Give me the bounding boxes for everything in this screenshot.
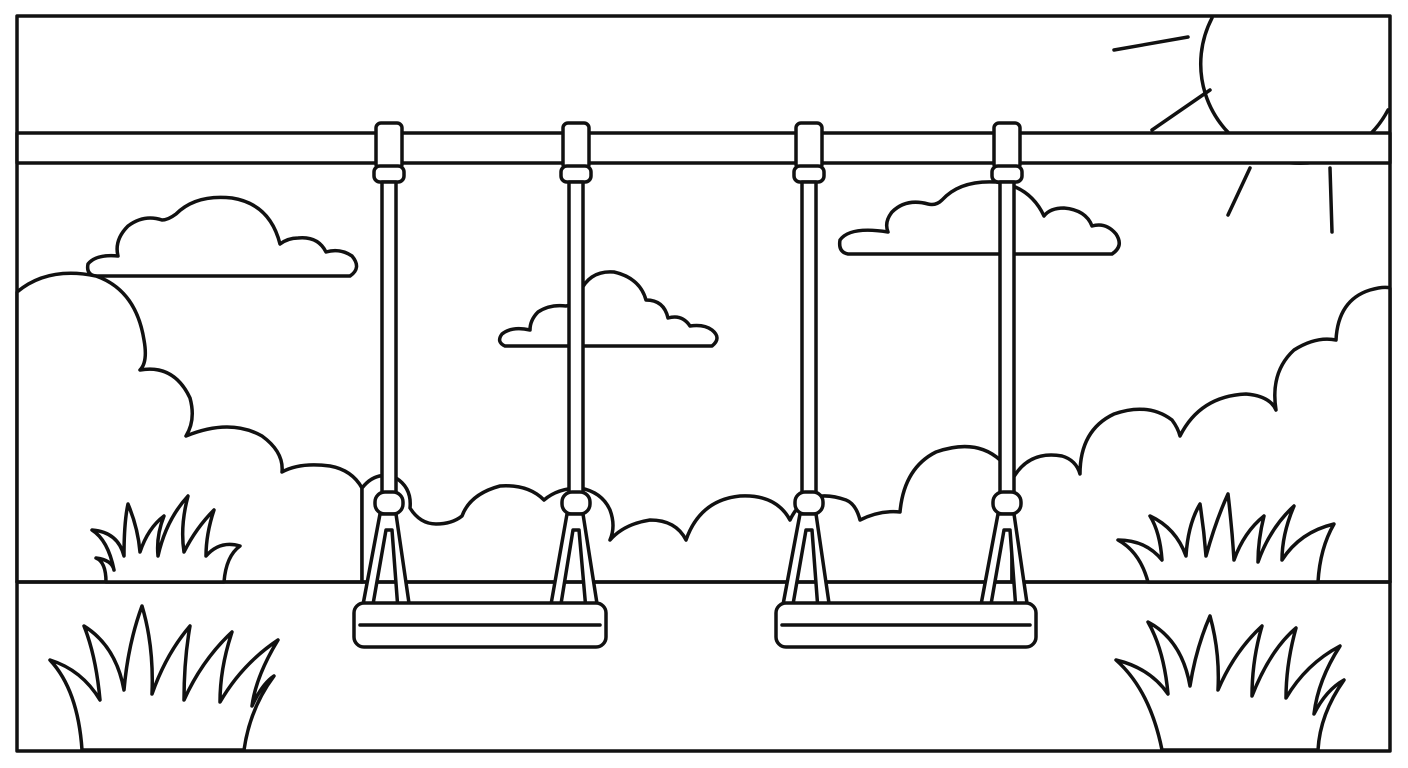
swing-rope-knot [560, 490, 592, 516]
sun-ray [1328, 166, 1334, 234]
swing-rope [998, 180, 1016, 496]
swing-crossbar [15, 131, 1392, 165]
grass-tuft [1116, 492, 1336, 584]
sun-ray [1112, 35, 1190, 52]
swing-rope-knot [793, 490, 825, 516]
swing-rope-knot [373, 490, 405, 516]
cloud [85, 195, 359, 278]
bush-middle [360, 444, 1014, 584]
swing-rope [380, 180, 398, 496]
swing-right [774, 121, 1038, 649]
cloud [497, 270, 719, 348]
swing-hanger-collar [559, 164, 593, 184]
swing-hanger-clamp [374, 121, 404, 171]
grass-tuft [90, 494, 242, 584]
swing-rope [800, 180, 818, 496]
grass-tuft [1114, 614, 1346, 752]
swing-hanger-clamp [561, 121, 591, 171]
swing-rope-knot [991, 490, 1023, 516]
swing-hanger-clamp [992, 121, 1022, 171]
bush-right [1010, 285, 1392, 584]
swing-hanger-clamp [794, 121, 824, 171]
swing-hanger-collar [990, 164, 1024, 184]
bush-left [15, 271, 364, 584]
swing-hanger-collar [792, 164, 826, 184]
sun-ray [1150, 88, 1212, 132]
cloud [837, 180, 1121, 256]
sun-ray [1226, 166, 1252, 217]
sun [1112, 16, 1390, 234]
swing-left [352, 121, 608, 649]
grass-tuft [48, 604, 280, 752]
swing-hanger-collar [372, 164, 406, 184]
swing-rope [567, 180, 585, 496]
